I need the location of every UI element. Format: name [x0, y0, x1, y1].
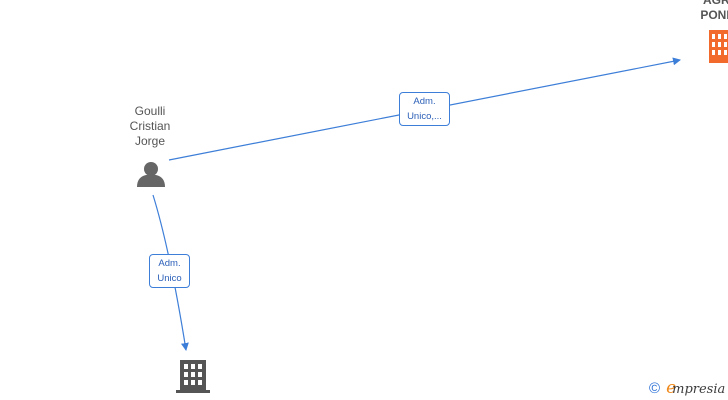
company-name-top[interactable]: AGRICO PONIENT	[662, 0, 728, 23]
person-name[interactable]: Goulli Cristian Jorge	[110, 104, 190, 149]
brand-logo-initial: e	[666, 378, 677, 398]
person-name-line: Jorge	[134, 134, 166, 148]
edge-label-role: Adm. Unico,...	[399, 92, 450, 126]
person-name-line: Cristian	[129, 119, 171, 133]
footer-credit: © empresia	[649, 378, 725, 398]
brand-logo-text: mpresia	[672, 382, 726, 397]
brand-logo[interactable]: empresia	[666, 378, 725, 398]
edge-label-line: Adm.	[158, 258, 181, 269]
company-name-line: PONIENT	[700, 8, 728, 22]
company-name-line: AGRICO	[703, 0, 728, 7]
edge-label-line: Unico,...	[407, 111, 442, 122]
edge-label-line: Adm.	[413, 96, 436, 107]
copyright-icon: ©	[649, 379, 661, 397]
edge-label-line: Unico	[157, 273, 182, 284]
person-icon[interactable]	[137, 162, 165, 187]
person-name-line: Goulli	[134, 104, 166, 118]
building-icon-bottom[interactable]	[176, 360, 210, 393]
edge-label-role: Adm. Unico	[149, 254, 190, 288]
building-icon-top[interactable]	[709, 30, 728, 63]
